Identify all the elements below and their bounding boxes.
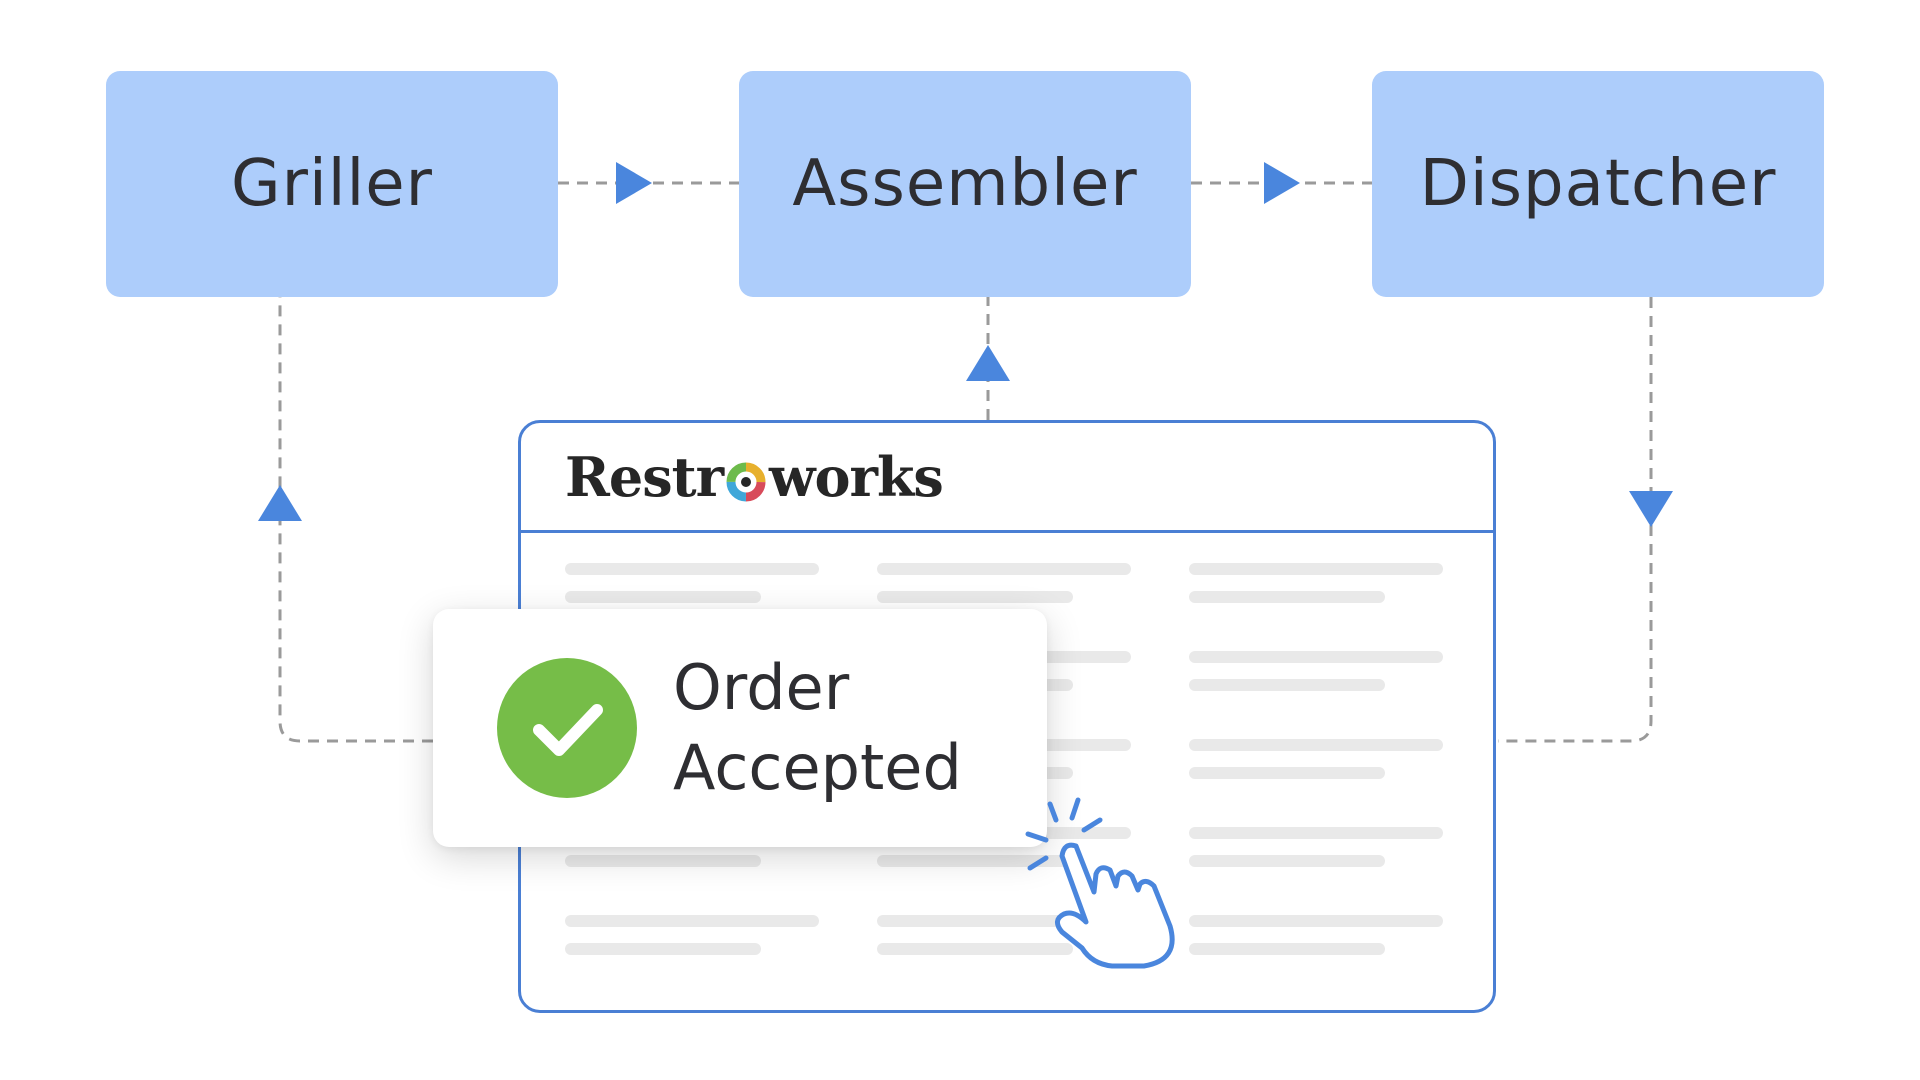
app-header: Restr works (521, 423, 1493, 533)
arrow-right-icon (1264, 162, 1300, 204)
placeholder-line (565, 855, 761, 867)
arrow-up-icon (258, 485, 302, 521)
placeholder-line (1189, 739, 1443, 751)
toast-line: Accepted (673, 731, 962, 804)
placeholder-line (1189, 679, 1385, 691)
arrow-down-icon (1629, 491, 1673, 527)
pointing-hand-click-icon (1025, 797, 1175, 969)
toast-message: Order Accepted (673, 648, 962, 808)
placeholder-line (565, 591, 761, 603)
placeholder-line (1189, 651, 1443, 663)
multicolor-ring-icon (726, 462, 766, 501)
station-dispatcher: Dispatcher (1372, 71, 1824, 297)
station-assembler: Assembler (739, 71, 1191, 297)
placeholder-line (1189, 591, 1385, 603)
placeholder-line (565, 915, 819, 927)
station-label: Griller (231, 147, 433, 221)
station-label: Assembler (792, 147, 1138, 221)
placeholder-line (565, 943, 761, 955)
station-label: Dispatcher (1419, 147, 1777, 221)
connector-dispatcher-app (1498, 297, 1653, 743)
connector-app-griller (278, 297, 433, 743)
placeholder-line (1189, 563, 1443, 575)
placeholder-line (877, 591, 1073, 603)
placeholder-line (565, 563, 819, 575)
checkmark-circle-icon (497, 658, 637, 798)
placeholder-line (877, 563, 1131, 575)
placeholder-line (1189, 915, 1443, 927)
arrow-right-icon (616, 162, 652, 204)
toast-line: Order (673, 651, 850, 724)
order-accepted-toast: Order Accepted (433, 609, 1047, 847)
placeholder-line (1189, 943, 1385, 955)
placeholder-line (1189, 827, 1443, 839)
station-griller: Griller (106, 71, 558, 297)
placeholder-line (1189, 767, 1385, 779)
placeholder-line (877, 943, 1073, 955)
placeholder-line (877, 855, 1073, 867)
restroworks-logo: Restr works (565, 444, 944, 509)
arrow-up-icon (966, 345, 1010, 381)
placeholder-line (1189, 855, 1385, 867)
